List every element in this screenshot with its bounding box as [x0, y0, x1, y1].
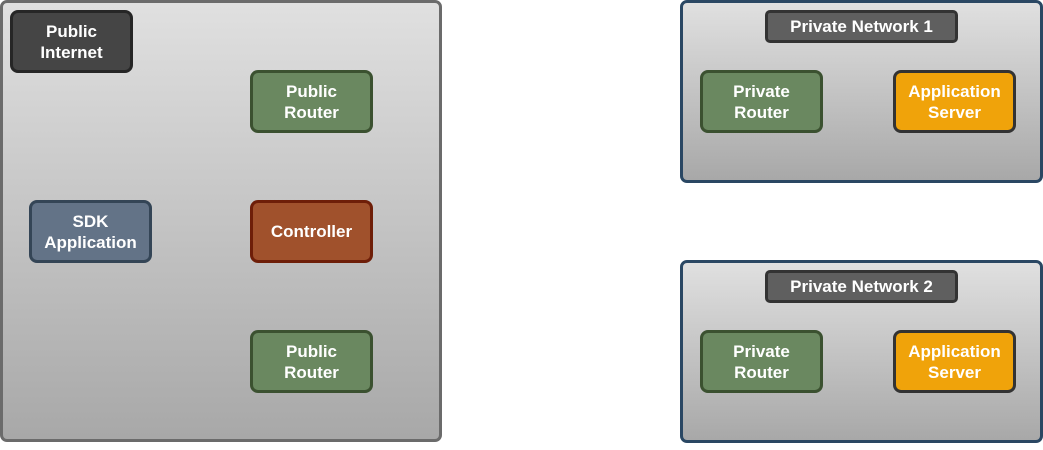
private-network-2-label: Private Network 2: [765, 270, 958, 303]
controller[interactable]: Controller: [250, 200, 373, 263]
private-router-1[interactable]: Private Router: [700, 70, 823, 133]
application-server-2[interactable]: Application Server: [893, 330, 1016, 393]
private-network-1-label: Private Network 1: [765, 10, 958, 43]
public-router-top[interactable]: Public Router: [250, 70, 373, 133]
public-router-bottom[interactable]: Public Router: [250, 330, 373, 393]
public-internet-label[interactable]: Public Internet: [10, 10, 133, 73]
application-server-1[interactable]: Application Server: [893, 70, 1016, 133]
private-router-2[interactable]: Private Router: [700, 330, 823, 393]
sdk-application[interactable]: SDK Application: [29, 200, 152, 263]
